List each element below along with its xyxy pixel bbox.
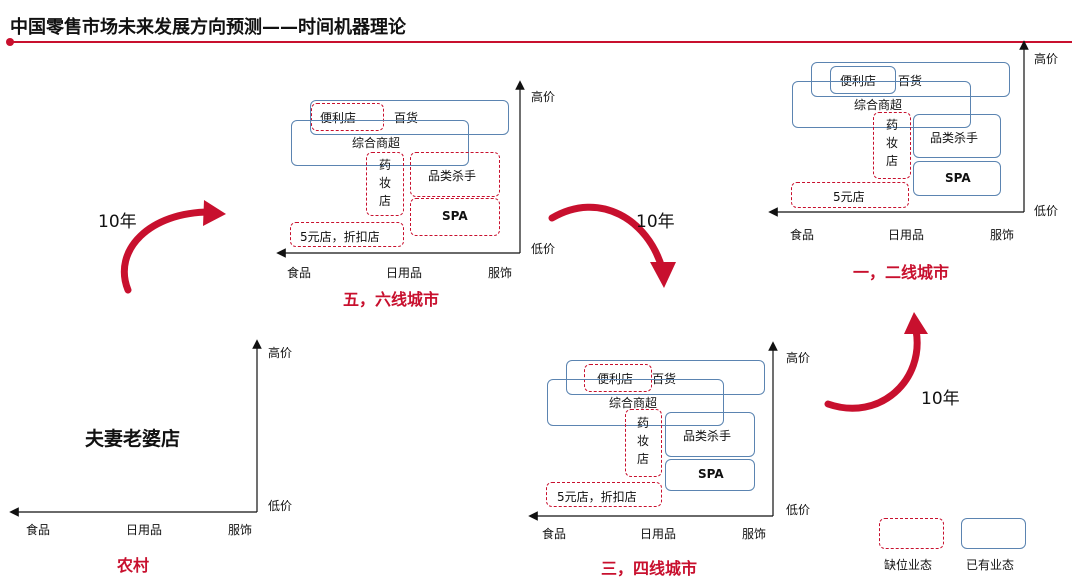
tier12-hypermarket-box xyxy=(792,81,971,128)
tier56-category-killer-label: 品类杀手 xyxy=(428,169,477,183)
tier12-five-yuan-box xyxy=(791,182,909,208)
title-rule xyxy=(10,41,1072,43)
tier56-category-killer-box xyxy=(410,152,500,197)
tier12-category-killer-label: 品类杀手 xyxy=(930,131,979,145)
tier34-drugstore-label: 药妆店 xyxy=(636,416,649,466)
tier34-hypermarket-label: 综合商超 xyxy=(609,396,658,410)
tier56-drugstore-box xyxy=(366,152,404,216)
transition-label-a: 10年 xyxy=(98,212,137,232)
tier34-spa-label: SPA xyxy=(698,467,724,481)
tier12-five-yuan-label: 5元店 xyxy=(833,190,865,204)
tier12-drugstore-box xyxy=(873,112,911,179)
tier56-spa-box xyxy=(410,198,500,236)
tier34-apparel-label: 服饰 xyxy=(742,527,767,541)
tier34-department-box xyxy=(566,360,765,395)
legend-missing-swatch xyxy=(879,518,944,549)
tier12-apparel-label: 服饰 xyxy=(990,228,1015,242)
tier34-caption: 三，四线城市 xyxy=(601,559,698,578)
tier12-high-price-label: 高价 xyxy=(1034,52,1059,66)
tier56-spa-label: SPA xyxy=(442,209,468,223)
tier34-low-price-label: 低价 xyxy=(786,503,811,517)
tier34-convenience-box xyxy=(584,364,652,392)
tier12-caption: 一，二线城市 xyxy=(853,263,950,282)
tier34-category-killer-label: 品类杀手 xyxy=(683,429,732,443)
tier34-discount-box xyxy=(546,482,662,507)
tier56-drugstore-label: 药妆店 xyxy=(378,158,391,208)
tier12-daily-label: 日用品 xyxy=(888,228,925,242)
tier34-drugstore-box xyxy=(625,409,662,477)
tier56-convenience-box xyxy=(311,103,384,131)
legend-existing-swatch xyxy=(961,518,1026,549)
transition-arrow-tier56-to-tier34 xyxy=(548,203,676,288)
rural-low-price-label: 低价 xyxy=(268,499,293,513)
tier34-high-price-label: 高价 xyxy=(786,351,811,365)
tier12-drugstore-label: 药妆店 xyxy=(885,118,898,168)
tier34-daily-label: 日用品 xyxy=(640,527,677,541)
tier34-hypermarket-box xyxy=(547,379,724,426)
transition-label-c: 10年 xyxy=(921,389,960,409)
tier56-food-label: 食品 xyxy=(287,266,312,280)
tier56-hypermarket-box xyxy=(291,120,469,166)
tier56-discount-label: 5元店，折扣店 xyxy=(300,230,380,244)
page-title: 中国零售市场未来发展方向预测——时间机器理论 xyxy=(10,17,406,38)
tier12-food-label: 食品 xyxy=(790,228,815,242)
tier56-low-price-label: 低价 xyxy=(531,242,556,256)
rural-food-label: 食品 xyxy=(26,523,51,537)
tier12-hypermarket-label: 综合商超 xyxy=(854,98,903,112)
tier12-low-price-label: 低价 xyxy=(1034,204,1059,218)
tier56-apparel-label: 服饰 xyxy=(488,266,513,280)
tier12-spa-label: SPA xyxy=(945,171,971,185)
transition-label-b: 10年 xyxy=(636,212,675,232)
tier56-caption: 五，六线城市 xyxy=(343,290,440,309)
rural-daily-label: 日用品 xyxy=(126,523,163,537)
tier34-discount-label: 5元店，折扣店 xyxy=(557,490,637,504)
tier34-category-killer-box xyxy=(665,412,755,457)
tier12-spa-box xyxy=(913,161,1001,196)
tier12-department-box xyxy=(811,62,1010,97)
legend-existing-label: 已有业态 xyxy=(966,558,1015,572)
rural-mom-pop-store: 夫妻老婆店 xyxy=(85,428,181,450)
tier12-category-killer-box xyxy=(913,114,1001,158)
rural-high-price-label: 高价 xyxy=(268,346,293,360)
tier56-department-label: 百货 xyxy=(394,111,419,125)
transition-arrow-rural-to-tier56 xyxy=(120,200,226,294)
legend-missing-label: 缺位业态 xyxy=(884,558,933,572)
tier56-hypermarket-label: 综合商超 xyxy=(352,136,401,150)
tier34-food-label: 食品 xyxy=(542,527,567,541)
rural-apparel-label: 服饰 xyxy=(228,523,253,537)
tier12-convenience-box xyxy=(830,66,896,94)
tier56-department-box xyxy=(310,100,509,135)
transition-arrow-tier34-to-tier12 xyxy=(824,312,928,412)
tier56-high-price-label: 高价 xyxy=(531,90,556,104)
tier56-discount-box xyxy=(290,222,404,247)
tier34-spa-box xyxy=(665,459,755,491)
tier56-convenience-label: 便利店 xyxy=(320,111,357,125)
rural-caption: 农村 xyxy=(117,556,150,575)
tier56-daily-label: 日用品 xyxy=(386,266,423,280)
